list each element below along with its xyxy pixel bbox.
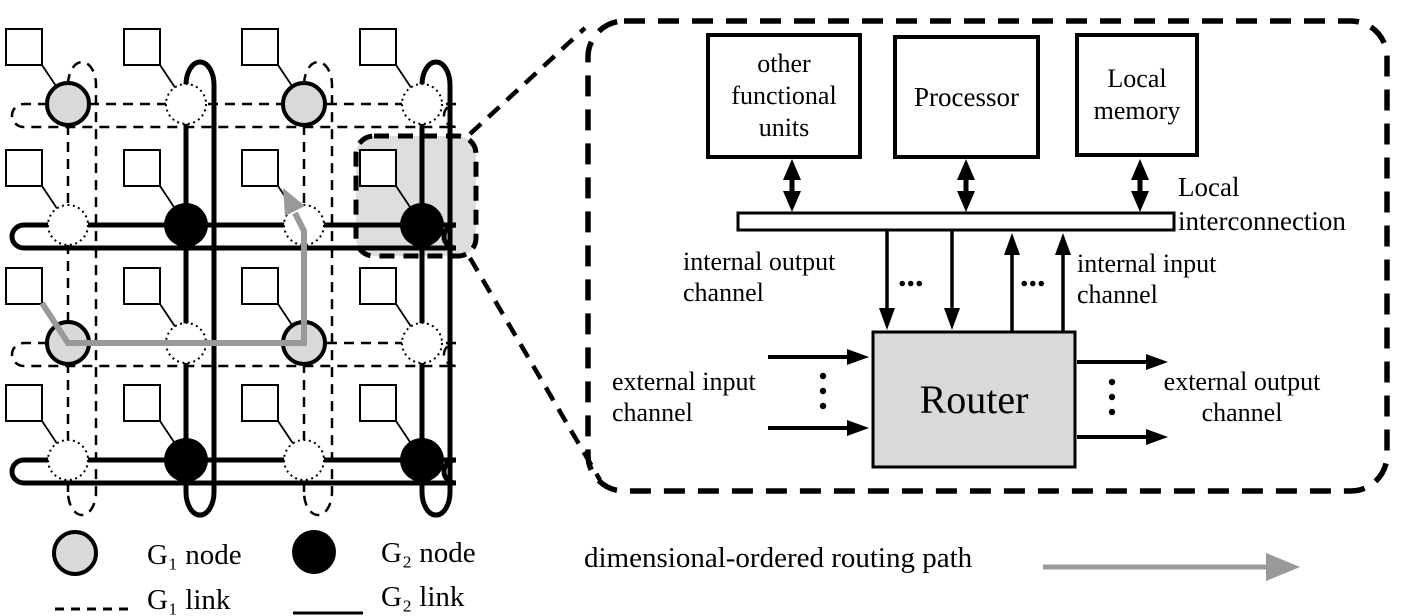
other-functional-units-label: other functional units: [731, 49, 837, 142]
routing-path-legend-arrow-icon: [1043, 553, 1300, 581]
zoom-projection-line-top: [468, 26, 587, 136]
mesh-row-link-g1: [10, 102, 457, 129]
mesh-node-plain: [401, 322, 443, 364]
mesh-node-g2: [400, 203, 444, 247]
mesh-row-link-g2: [9, 222, 457, 251]
local-memory-box: [1075, 33, 1199, 157]
zoom-projection-line-bottom: [468, 256, 602, 482]
mesh-row-link-g1: [10, 341, 457, 368]
mesh-col-link-g1: [66, 60, 98, 517]
mesh-col-link-g2: [183, 59, 217, 518]
processor-box: [893, 35, 1040, 159]
external-output-ellipsis-icon: [1108, 378, 1116, 416]
processor-label: Processor: [914, 81, 1019, 112]
external-output-arrow-icon: [1077, 354, 1168, 445]
external-output-channel-label: external output channel: [1163, 367, 1321, 427]
pe-square: [5, 28, 43, 66]
local-interconnection-bus: [736, 211, 1176, 232]
highlighted-node-border: [353, 133, 479, 259]
pe-square: [241, 267, 279, 305]
pe-square: [123, 267, 161, 305]
bidirectional-arrow-icon: [957, 159, 975, 212]
pe-square: [123, 149, 161, 187]
routing-path-legend-label: dimensional-ordered routing path: [584, 542, 973, 574]
legend-g2-link-label: G₂ link: [381, 581, 465, 613]
external-input-channel-label: external input channel: [612, 367, 756, 427]
pe-square: [5, 149, 43, 187]
pe-square: [241, 384, 279, 422]
routing-path-arrowhead-icon: [283, 188, 305, 216]
legend-g2-node-label: G₂ node: [381, 537, 476, 569]
external-input-ellipsis-icon: [819, 372, 827, 410]
router-box: [871, 330, 1077, 469]
mesh-node-plain: [401, 83, 443, 125]
bidirectional-arrow-icon: [1131, 159, 1149, 212]
pe-square: [123, 384, 161, 422]
legend-g1-node-icon: [52, 530, 98, 576]
mesh-network: [5, 28, 457, 518]
pe-square: [5, 267, 43, 305]
pe-square: [123, 28, 161, 66]
pe-square: [359, 28, 397, 66]
mesh-node-g1: [45, 81, 91, 127]
mesh-col-link-g1: [302, 60, 334, 517]
ellipsis-internal-input: ...: [1020, 257, 1046, 294]
mesh-node-g2: [400, 438, 444, 482]
legend-g2-node-icon: [292, 530, 336, 574]
mesh-node-plain: [47, 204, 89, 246]
pe-square: [359, 267, 397, 305]
internal-input-arrow-icon: [1004, 233, 1071, 331]
legend-g1-link-label: G₁ link: [147, 584, 231, 616]
internal-input-channel-label: internal input channel: [1077, 249, 1217, 309]
mesh-col-link-g2: [419, 59, 453, 518]
local-memory-label: Local memory: [1093, 64, 1181, 125]
pe-square: [359, 384, 397, 422]
routing-path: [39, 211, 307, 346]
ellipsis-internal-output: ...: [898, 257, 924, 294]
internal-output-arrow-icon: [879, 231, 960, 330]
mesh-node-plain: [283, 439, 325, 481]
local-interconnection-label: Local interconnection: [1178, 172, 1346, 236]
internal-output-channel-label: internal output channel: [683, 247, 836, 307]
pe-square: [241, 28, 279, 66]
pe-square: [241, 149, 279, 187]
router-label: Router: [919, 377, 1029, 422]
mesh-node-g2: [164, 203, 208, 247]
other-functional-units-box: [706, 33, 862, 159]
mesh-node-plain: [165, 83, 207, 125]
pe-square: [5, 384, 43, 422]
mesh-node-g2: [164, 438, 208, 482]
mesh-node-g1: [281, 81, 327, 127]
external-input-arrow-icon: [768, 349, 869, 436]
bidirectional-arrow-icon: [783, 159, 801, 212]
node-detail-frame: [585, 18, 1390, 494]
pe-square: [359, 149, 397, 187]
mesh-node-plain: [47, 439, 89, 481]
mesh-row-link-g2: [9, 457, 457, 486]
legend-g1-node-label: G₁ node: [147, 539, 242, 571]
